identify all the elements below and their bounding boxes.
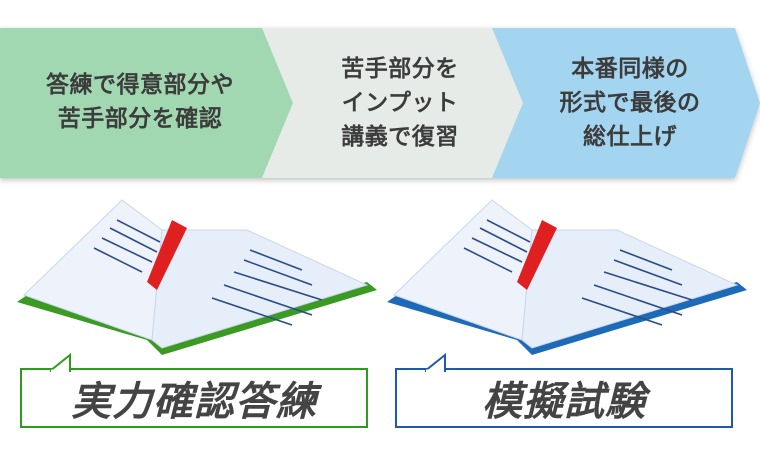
open-book-green-illustration [17,199,377,355]
step-1-arrow [0,28,293,178]
step-flow-arrows [0,28,760,178]
step-1-text: 答練で得意部分や 苦手部分を確認 [46,72,234,132]
speech-tail [50,353,71,372]
mock-exam-label-text: 模擬試験 [482,379,646,425]
practice-exam-label-text: 実力確認答練 [71,379,317,425]
step-2-arrow [262,28,523,178]
speech-tail [425,353,446,372]
open-book-blue-illustration [387,199,747,355]
step-3-text: 本番同様の 形式で最後の 総仕上げ [559,56,701,150]
step-2-text: 苦手部分を インプット 講義で復習 [341,56,459,150]
practice-exam-label: 実力確認答練 [20,353,368,428]
mock-exam-label: 模擬試験 [395,353,733,428]
step-3-arrow [492,28,760,178]
